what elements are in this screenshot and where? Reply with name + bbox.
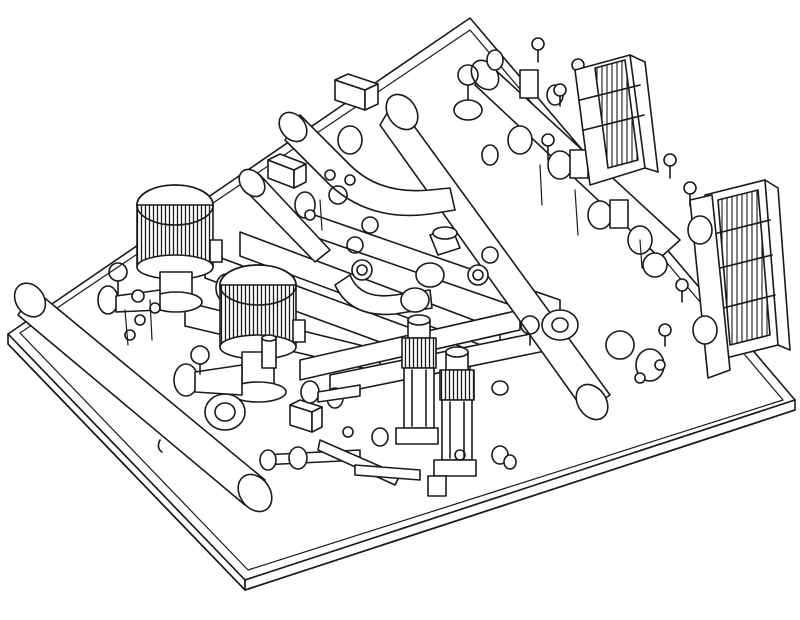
plate-heat-exchanger-2	[687, 179, 791, 379]
right-valve-train	[453, 49, 668, 382]
pressure-gauges	[124, 37, 697, 384]
detail-tags	[124, 164, 643, 346]
pump-1-gauge	[131, 289, 145, 303]
suction-manifold-left	[13, 282, 273, 513]
plate-heat-exchanger-1	[574, 54, 659, 186]
pump-1-terminal-box	[209, 239, 223, 263]
center-valves	[294, 125, 499, 313]
pump-2	[173, 264, 306, 431]
pump-1	[97, 184, 237, 315]
front-small-piping	[259, 380, 509, 486]
actuator-boxes	[267, 73, 461, 433]
pump-2-terminal-box	[292, 319, 306, 343]
booster-pump-2	[427, 346, 517, 497]
booster-pump-1	[371, 314, 439, 447]
pump-2-check-valve	[261, 337, 277, 369]
pump-1-suction-flange	[97, 285, 119, 315]
